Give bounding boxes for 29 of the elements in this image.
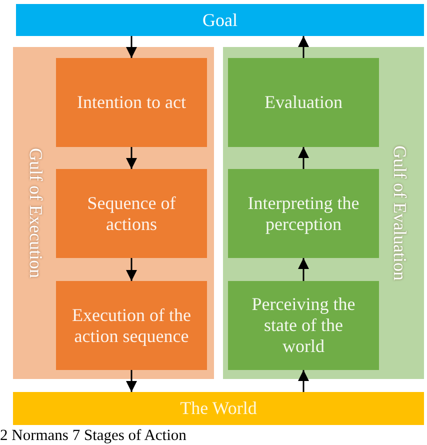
stage-box xyxy=(56,58,207,147)
stage-box xyxy=(56,169,207,258)
banner-bar xyxy=(13,392,424,425)
arrow xyxy=(298,36,309,58)
stage-box xyxy=(228,58,379,147)
gulf-panel xyxy=(13,47,214,379)
stage-label: Execution of the action sequence xyxy=(71,304,192,346)
stage-box xyxy=(228,281,379,370)
gulf-label: Gulf of Evaluation xyxy=(391,146,409,280)
gulf-label: Gulf of Execution xyxy=(27,148,45,278)
stage-box xyxy=(56,281,207,370)
bar-label: The World xyxy=(180,398,257,419)
arrow xyxy=(298,147,309,169)
stage-label: Evaluation xyxy=(264,92,342,113)
bar-label: Goal xyxy=(202,10,238,30)
stage-label: Sequence of actions xyxy=(86,192,177,234)
stage-label: Interpreting the perception xyxy=(246,192,360,234)
arrow xyxy=(298,258,309,281)
stage-label: Intention to act xyxy=(77,92,186,113)
arrow xyxy=(126,147,137,169)
figure-caption: 2 Normans 7 Stages of Action xyxy=(0,428,186,444)
arrow xyxy=(298,370,309,392)
arrow xyxy=(126,370,137,392)
gulf-panel xyxy=(223,47,424,379)
stage-box xyxy=(228,169,379,258)
stage-label: Perceiving the state of the world xyxy=(250,294,356,357)
arrow xyxy=(126,36,137,58)
arrow xyxy=(126,258,137,281)
banner-bar xyxy=(16,4,424,36)
